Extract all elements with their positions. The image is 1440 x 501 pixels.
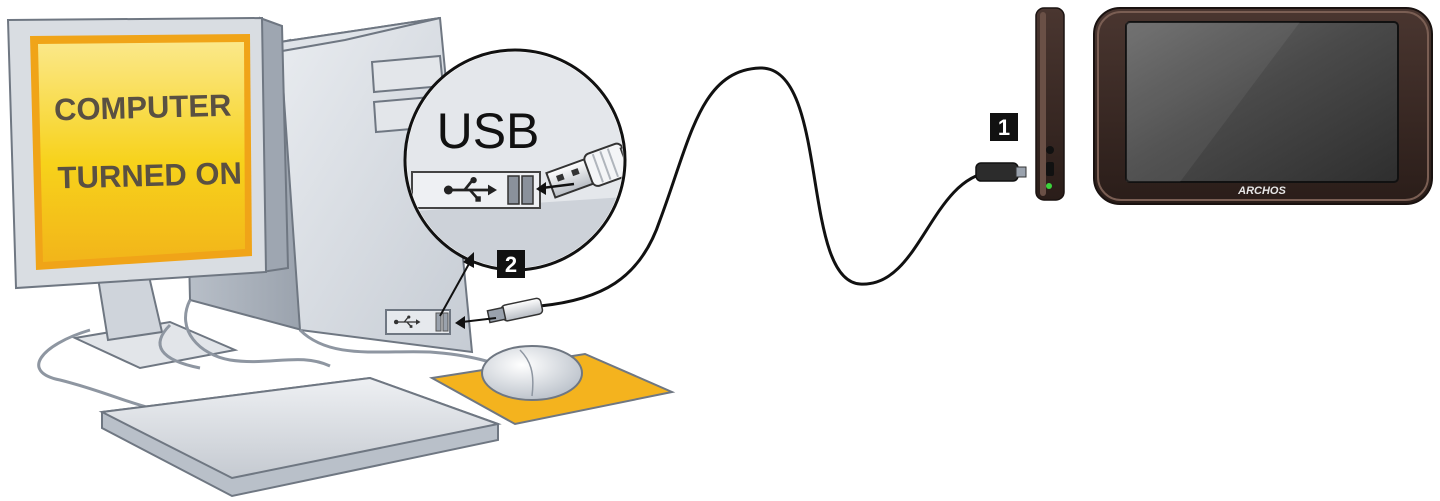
mouse	[481, 345, 583, 401]
mini-usb-port	[1046, 162, 1054, 176]
tower-insert-arrow	[455, 316, 497, 329]
device-brand-label: ARCHOS	[1237, 185, 1286, 197]
step-2-label: 2	[505, 252, 517, 277]
step-1-label: 1	[998, 115, 1010, 140]
step-1-marker: 1	[990, 113, 1018, 141]
screen-text-line1: COMPUTER	[54, 88, 232, 128]
device-side-view	[1035, 7, 1065, 201]
device-mini-usb-plug	[975, 162, 1027, 182]
monitor-screen: COMPUTER TURNED ON	[30, 34, 252, 270]
screen-text-line2: TURNED ON	[57, 156, 242, 196]
tower-usb-plug	[486, 297, 544, 324]
device-front-view: ARCHOS	[1093, 7, 1433, 205]
zoom-usb-plug	[545, 140, 623, 199]
device-screen	[1125, 21, 1399, 183]
tower-usb-panel	[385, 309, 451, 335]
zoom-pointer-arrow	[439, 252, 474, 317]
usb-icon	[393, 315, 421, 328]
usb-cable	[455, 66, 1027, 329]
zoom-insert-arrow	[536, 182, 575, 195]
step-2-marker: 2	[497, 250, 525, 278]
zoom-label-usb: USB	[437, 103, 540, 159]
usb-zoom-callout: USB	[403, 48, 627, 272]
zoom-usb-icon	[443, 176, 497, 202]
keyboard	[98, 376, 502, 498]
power-led-icon	[1046, 183, 1052, 189]
computer-monitor: COMPUTER TURNED ON	[6, 16, 290, 370]
headphone-jack-icon	[1046, 146, 1054, 154]
